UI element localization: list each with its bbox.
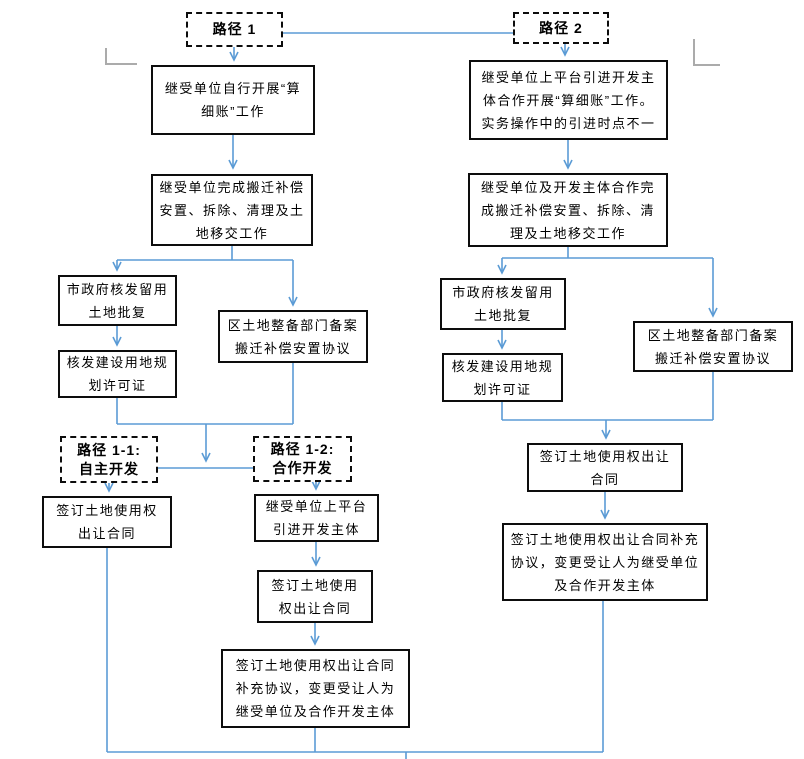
path2-label: 路径 2 (513, 12, 609, 44)
node-p2-calc: 继受单位上平台引进开发主体合作开展“算细账”工作。实务操作中的引进时点不一 (469, 60, 668, 140)
node-p2-supplement: 签订土地使用权出让合同补充协议，变更受让人为继受单位及合作开发主体 (502, 523, 708, 601)
page-corner-mark-right (693, 39, 720, 66)
node-p1-planning-permit: 核发建设用地规划许可证 (58, 350, 177, 398)
node-p12-platform: 继受单位上平台引进开发主体 (254, 494, 379, 542)
path1-1-label: 路径 1-1: 自主开发 (60, 436, 158, 483)
node-p12-sign-contract: 签订土地使用权出让合同 (257, 570, 373, 623)
node-p1-district-record: 区土地整备部门备案搬迁补偿安置协议 (218, 310, 368, 363)
connector-split1 (117, 246, 293, 261)
node-p1-handover: 继受单位完成搬迁补偿安置、拆除、清理及土地移交工作 (151, 174, 313, 246)
node-p1-gov-approval: 市政府核发留用土地批复 (58, 275, 177, 326)
node-p1-calc: 继受单位自行开展“算细账”工作 (151, 65, 315, 135)
node-p11-sign-contract: 签订土地使用权出让合同 (42, 496, 172, 548)
node-p12-supplement: 签订土地使用权出让合同补充协议，变更受让人为继受单位及合作开发主体 (221, 649, 410, 728)
path1-label: 路径 1 (186, 12, 283, 47)
node-p2-sign-contract: 签订土地使用权出让合同 (527, 443, 683, 492)
connector-bottom-merge (107, 751, 603, 759)
node-p2-district-record: 区土地整备部门备案搬迁补偿安置协议 (633, 321, 793, 372)
node-p2-gov-approval: 市政府核发留用土地批复 (440, 278, 566, 330)
node-p2-handover: 继受单位及开发主体合作完成搬迁补偿安置、拆除、清理及土地移交工作 (468, 173, 668, 247)
page-corner-mark-left (105, 48, 137, 65)
connector-merge1 (116, 363, 294, 425)
path1-2-label: 路径 1-2: 合作开发 (253, 436, 352, 482)
connector-split2 (502, 247, 713, 259)
connector-merge2 (501, 372, 714, 421)
node-p2-planning-permit: 核发建设用地规划许可证 (442, 353, 563, 402)
